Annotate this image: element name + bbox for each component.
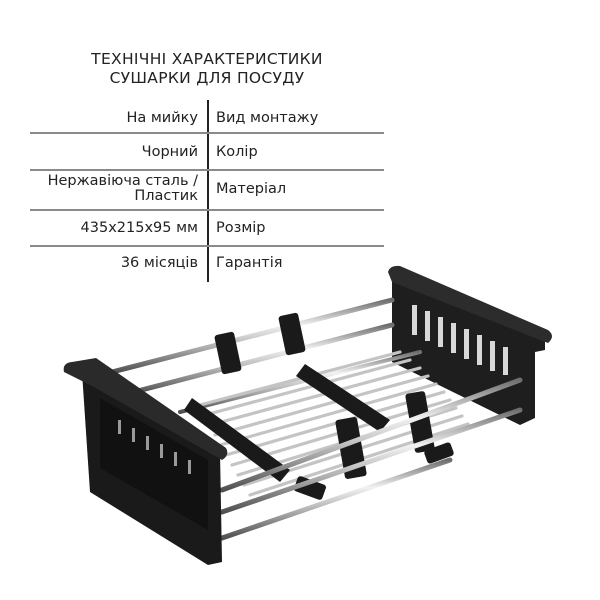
spec-row-material: Нержавіюча сталь / Пластик Матеріал	[30, 173, 287, 205]
spec-label: Матеріал	[216, 181, 287, 197]
spec-row-color: Чорний Колір	[30, 142, 258, 162]
spec-label: Вид монтажу	[216, 110, 319, 126]
column-divider	[207, 100, 209, 282]
front-rods	[219, 377, 523, 541]
spec-value: На мийку	[126, 109, 198, 126]
row-divider	[30, 132, 384, 134]
page-title: ТЕХНІЧНІ ХАРАКТЕРИСТИКИ СУШАРКИ ДЛЯ ПОСУ…	[0, 50, 414, 88]
spec-value-line-1: Нержавіюча сталь /	[47, 173, 198, 189]
spec-row-mount: На мийку Вид монтажу	[30, 108, 318, 128]
spec-label: Колір	[216, 144, 258, 160]
clips	[184, 312, 454, 500]
dish-rack-image	[63, 265, 552, 565]
spec-row-warranty: 36 місяців Гарантія	[30, 253, 283, 273]
spec-value: 36 місяців	[120, 254, 198, 271]
spec-value: Нержавіюча сталь / Пластик	[30, 174, 207, 204]
row-divider	[30, 209, 384, 211]
title-line-1: ТЕХНІЧНІ ХАРАКТЕРИСТИКИ	[91, 50, 323, 68]
back-rods	[109, 297, 422, 414]
spec-label: Розмір	[216, 220, 266, 236]
row-divider	[30, 169, 384, 171]
left-end-panel	[63, 358, 228, 565]
spec-row-size: 435x215x95 мм Розмір	[30, 218, 266, 238]
spec-value: 435x215x95 мм	[80, 219, 198, 236]
spec-label: Гарантія	[216, 255, 283, 271]
spec-value: Чорний	[141, 143, 198, 160]
spec-value-line-2: Пластик	[134, 188, 198, 204]
row-divider	[30, 245, 384, 247]
title-line-2: СУШАРКИ ДЛЯ ПОСУДУ	[109, 69, 305, 87]
